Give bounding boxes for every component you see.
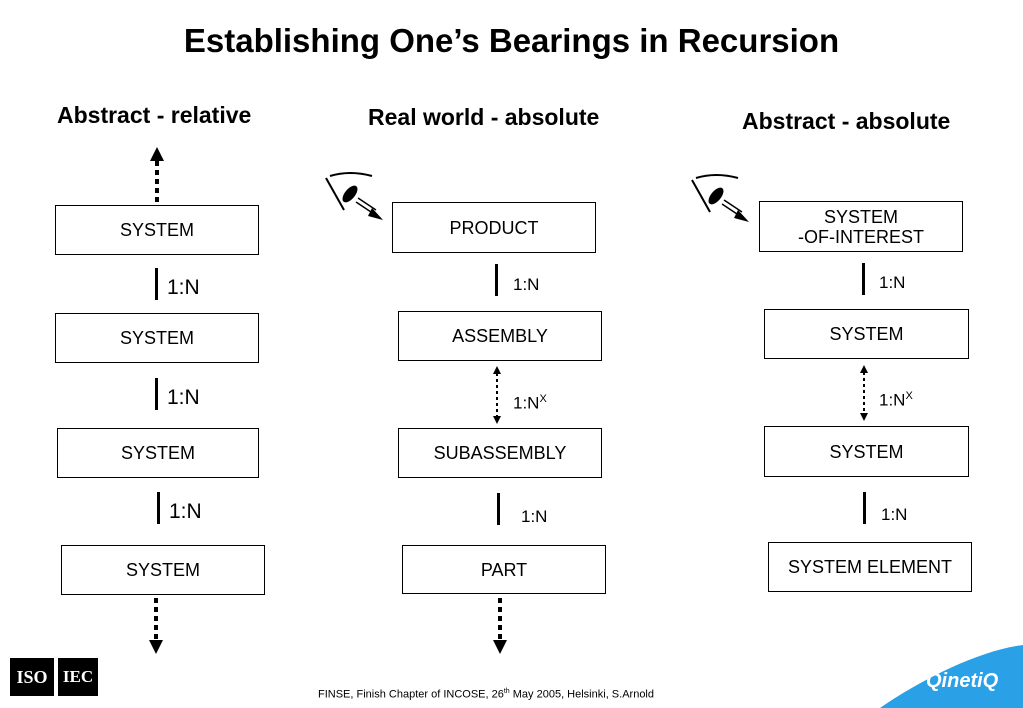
double-dotted-arrow-icon bbox=[860, 365, 868, 421]
relation-label: 1:N bbox=[169, 500, 202, 523]
part-box: PART bbox=[402, 545, 606, 594]
system-element-box: SYSTEM ELEMENT bbox=[768, 542, 972, 592]
relation-bar bbox=[155, 268, 158, 300]
relation-label-recursive: 1:NX bbox=[513, 393, 547, 414]
system-box-5: SYSTEM bbox=[764, 309, 969, 359]
relation-bar bbox=[157, 492, 160, 524]
relation-label: 1:N bbox=[881, 505, 908, 524]
relation-label: 1:N bbox=[521, 507, 548, 526]
relation-text: 1:N bbox=[879, 390, 906, 410]
eye-icon bbox=[691, 174, 749, 222]
relation-superscript: X bbox=[905, 390, 913, 402]
box-label: SYSTEM bbox=[119, 328, 194, 348]
subassembly-box: SUBASSEMBLY bbox=[398, 428, 602, 478]
relation-superscript: X bbox=[539, 393, 547, 405]
relation-bar bbox=[863, 492, 866, 524]
system-box-2: SYSTEM bbox=[55, 313, 259, 363]
relation-label: 1:N bbox=[167, 386, 200, 409]
system-box-4: SYSTEM bbox=[61, 545, 265, 595]
box-label: SYSTEM bbox=[120, 443, 195, 463]
box-label: SYSTEM ELEMENT bbox=[787, 557, 953, 577]
heading-real-world-absolute: Real world - absolute bbox=[368, 104, 600, 130]
relation-label: 1:N bbox=[167, 276, 200, 299]
relation-bar bbox=[497, 493, 500, 525]
qinetiq-logo: QinetiQ bbox=[926, 670, 999, 692]
box-label: SUBASSEMBLY bbox=[433, 443, 567, 463]
eye-icon bbox=[325, 172, 383, 220]
iec-logo: IEC bbox=[58, 658, 98, 696]
iso-logo: ISO bbox=[10, 658, 54, 696]
relation-bar bbox=[495, 264, 498, 296]
relation-bar bbox=[862, 263, 865, 295]
system-box-1: SYSTEM bbox=[55, 205, 259, 255]
relation-label: 1:N bbox=[513, 275, 540, 294]
system-box-3: SYSTEM bbox=[57, 428, 259, 478]
product-box: PRODUCT bbox=[392, 202, 596, 253]
box-label: SYSTEM bbox=[829, 441, 904, 462]
system-of-interest-box: SYSTEM-OF-INTEREST bbox=[759, 201, 963, 252]
box-label: SYSTEM bbox=[125, 560, 200, 580]
box-label: PRODUCT bbox=[449, 217, 539, 238]
heading-abstract-absolute: Abstract - absolute bbox=[742, 108, 951, 134]
heading-abstract-relative: Abstract - relative bbox=[57, 102, 252, 128]
relation-label-recursive: 1:NX bbox=[879, 390, 913, 411]
relation-text: 1:N bbox=[513, 393, 540, 413]
relation-bar bbox=[155, 378, 158, 410]
footer-text: FINSE, Finish Chapter of INCOSE, 26th Ma… bbox=[318, 688, 654, 701]
box-label: PART bbox=[480, 559, 528, 580]
system-box-6: SYSTEM bbox=[764, 426, 969, 477]
brand-swoosh bbox=[880, 645, 1023, 708]
dotted-down-arrow-icon bbox=[493, 598, 507, 654]
relation-label: 1:N bbox=[879, 273, 906, 292]
box-label: SYSTEM bbox=[119, 220, 194, 240]
assembly-box: ASSEMBLY bbox=[398, 311, 602, 361]
double-dotted-arrow-icon bbox=[493, 366, 501, 424]
box-label: SYSTEM bbox=[829, 324, 904, 344]
box-label: ASSEMBLY bbox=[452, 326, 548, 346]
dotted-up-arrow-icon bbox=[150, 147, 164, 202]
page-title: Establishing One’s Bearings in Recursion bbox=[183, 22, 840, 59]
box-label: SYSTEM-OF-INTEREST bbox=[798, 206, 924, 247]
dotted-down-arrow-icon bbox=[149, 598, 163, 654]
